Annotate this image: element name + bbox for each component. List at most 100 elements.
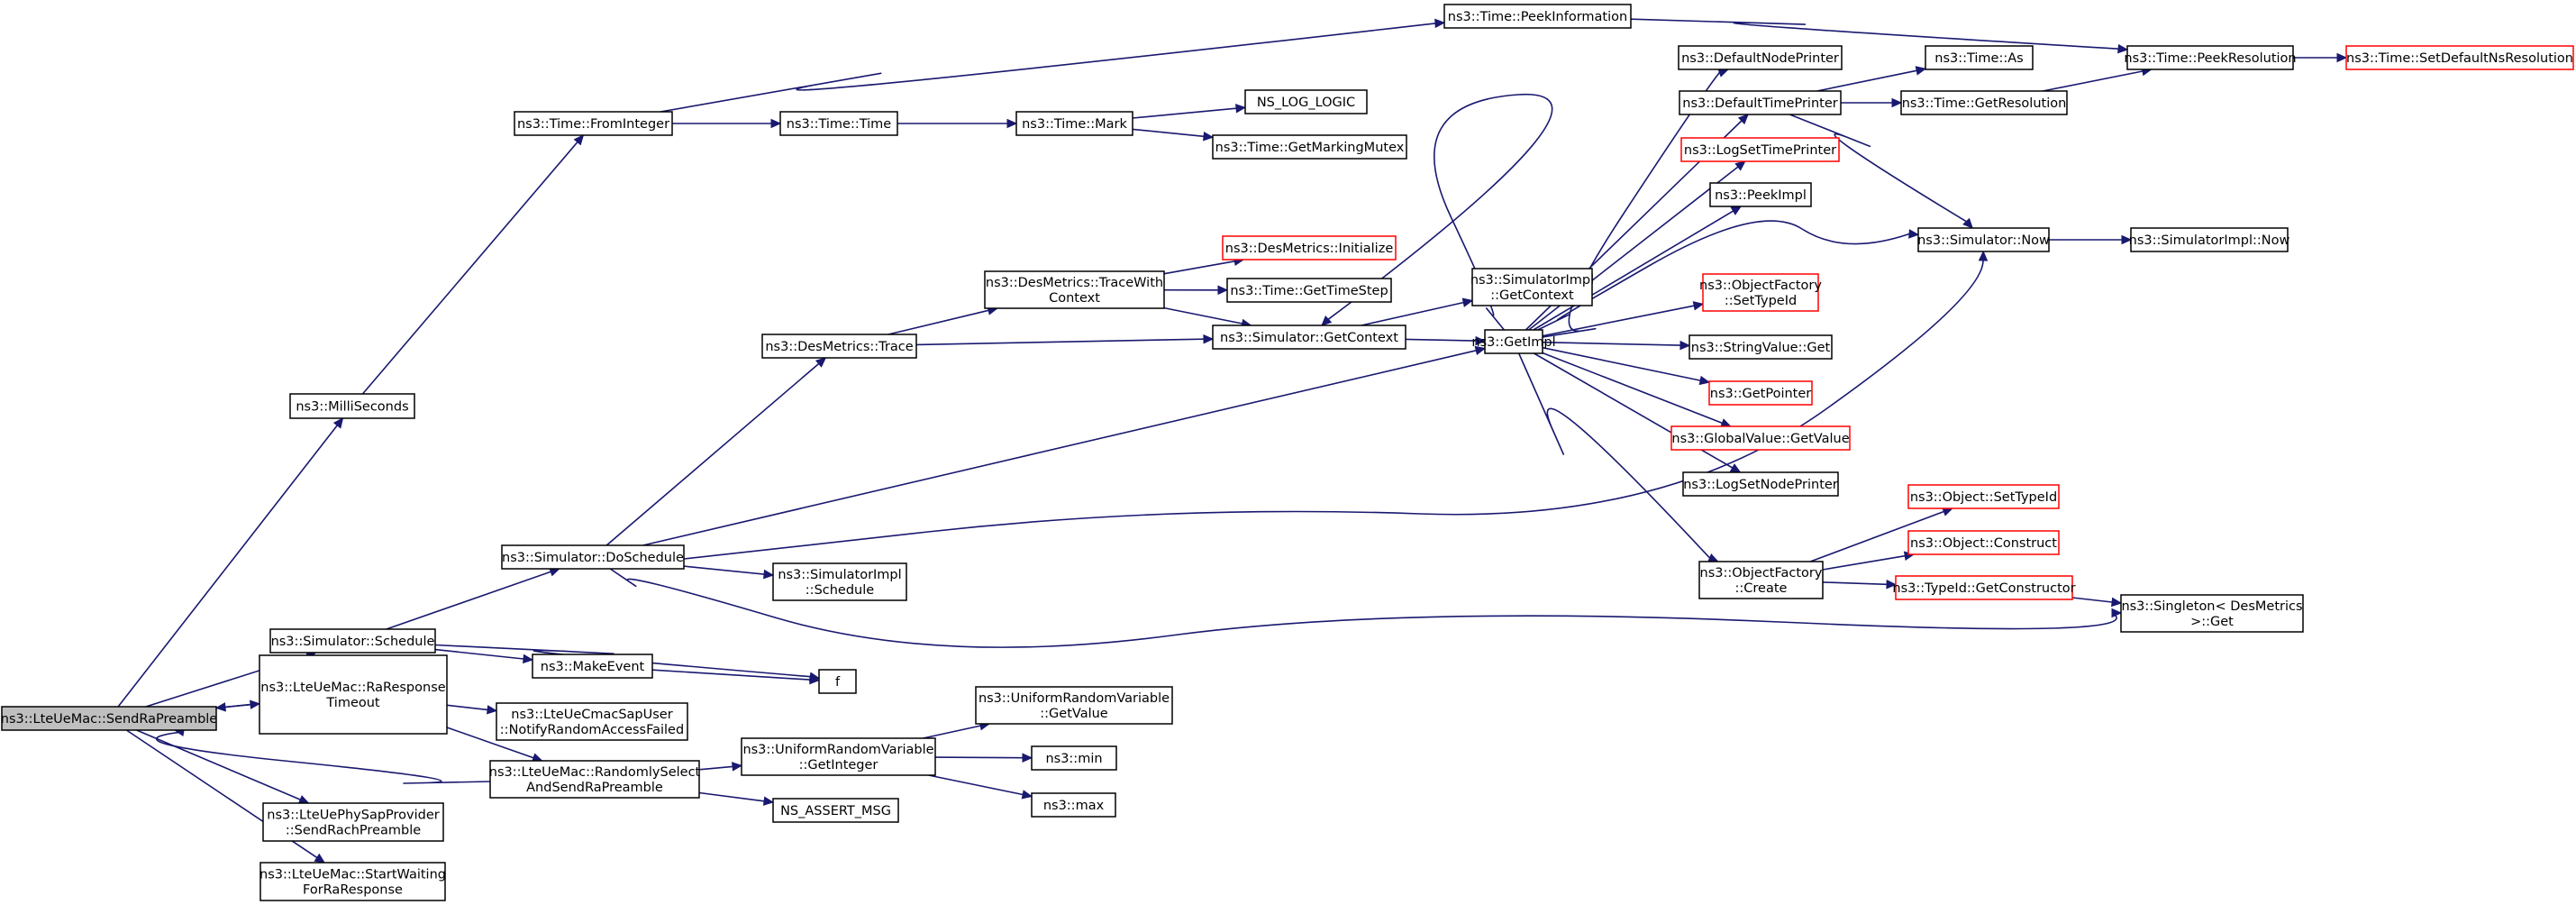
node-label: ns3::Time::SetDefaultNsResolution xyxy=(2346,51,2573,66)
graph-node-singleton[interactable]: ns3::Singleton< DesMetrics >::Get xyxy=(2120,594,2304,633)
graph-node-max[interactable]: ns3::max xyxy=(1031,792,1116,818)
graph-node-peekimpl[interactable]: ns3::PeekImpl xyxy=(1709,182,1812,207)
edge-arrowhead xyxy=(523,654,534,664)
node-label: ns3::LteUeMac::SendRaPreamble xyxy=(1,712,218,727)
edge-arrowhead xyxy=(1730,206,1743,215)
edge-arrowhead xyxy=(1734,160,1746,171)
edge-arrowhead xyxy=(1698,375,1711,386)
graph-node-destrace[interactable]: ns3::DesMetrics::Trace xyxy=(761,334,917,359)
graph-node-simnow[interactable]: ns3::Simulator::Now xyxy=(1917,227,2050,252)
graph-node-notify[interactable]: ns3::LteUeCmacSapUser::NotifyRandomAcces… xyxy=(496,702,688,741)
call-edge xyxy=(1361,297,1474,326)
node-label: ns3::DesMetrics::Initialize xyxy=(1225,242,1394,256)
graph-node-getimpl[interactable]: ns3::GetImpl xyxy=(1471,329,1556,354)
graph-node-implsched[interactable]: ns3::SimulatorImpl::Schedule xyxy=(772,562,907,601)
graph-node-getctor[interactable]: ns3::TypeId::GetConstructor xyxy=(1892,575,2076,600)
node-box xyxy=(741,737,936,776)
node-label: ns3::Singleton< DesMetrics xyxy=(2121,599,2302,614)
graph-node-objconstruct[interactable]: ns3::Object::Construct xyxy=(1907,530,2060,555)
graph-node-min[interactable]: ns3::min xyxy=(1031,745,1117,771)
node-box xyxy=(1226,278,1392,303)
graph-node-mark[interactable]: ns3::Time::Mark xyxy=(1015,111,1133,136)
graph-node-implnow[interactable]: ns3::SimulatorImpl::Now xyxy=(2129,227,2290,252)
edge-arrowhead xyxy=(1978,250,1989,261)
node-box xyxy=(1031,792,1116,818)
graph-node-implgetctx[interactable]: ns3::SimulatorImpl::GetContext xyxy=(1470,268,1594,306)
graph-node-dosched[interactable]: ns3::Simulator::DoSchedule xyxy=(501,544,685,570)
graph-node-peekinfo[interactable]: ns3::Time::PeekInformation xyxy=(1443,4,1632,29)
graph-node-desinit[interactable]: ns3::DesMetrics::Initialize xyxy=(1222,235,1397,261)
graph-node-logsetnode[interactable]: ns3::LogSetNodePrinter xyxy=(1682,471,1839,497)
edge-arrowhead xyxy=(1891,97,1903,108)
node-box xyxy=(2126,45,2294,70)
graph-node-getptr[interactable]: ns3::GetPointer xyxy=(1708,380,1813,406)
graph-node-strget[interactable]: ns3::StringValue::Get xyxy=(1689,334,1833,360)
node-label: ns3::Time::Time xyxy=(787,117,892,132)
graph-node-loglogic[interactable]: NS_LOG_LOGIC xyxy=(1244,89,1368,114)
call-edge xyxy=(1841,97,1903,108)
graph-node-send[interactable]: ns3::LteUeMac::SendRaPreamble xyxy=(1,706,218,731)
node-box xyxy=(259,862,446,901)
graph-node-getres[interactable]: ns3::Time::GetResolution xyxy=(1900,90,2068,115)
graph-node-uniget[interactable]: ns3::UniformRandomVariable::GetValue xyxy=(975,686,1173,725)
graph-node-f[interactable]: f xyxy=(818,669,857,694)
edge-arrowhead xyxy=(1434,18,1446,29)
node-label: ns3::max xyxy=(1043,799,1105,813)
node-layer: ns3::LteUeMac::SendRaPreamble ns3::MilliS… xyxy=(1,4,2574,901)
call-edge xyxy=(386,567,560,630)
graph-node-fromint[interactable]: ns3::Time::FromInteger xyxy=(514,111,673,136)
node-box xyxy=(761,334,917,359)
graph-node-logsettime[interactable]: ns3::LogSetTimePrinter xyxy=(1680,137,1840,162)
node-label: ns3::SimulatorImpl xyxy=(778,568,901,582)
call-edge xyxy=(1542,352,1732,428)
graph-node-gvget[interactable]: ns3::GlobalValue::GetValue xyxy=(1670,425,1851,451)
graph-node-makeevent[interactable]: ns3::MakeEvent xyxy=(532,654,653,679)
node-label: ns3::DesMetrics::TraceWith xyxy=(986,276,1163,290)
graph-node-timestep[interactable]: ns3::Time::GetTimeStep xyxy=(1226,278,1392,303)
edge-line xyxy=(605,362,820,546)
graph-node-simgetctx[interactable]: ns3::Simulator::GetContext xyxy=(1212,325,1406,350)
edge-arrowhead xyxy=(2111,608,2123,618)
call-edge xyxy=(672,118,782,129)
graph-node-defnode[interactable]: ns3::DefaultNodePrinter xyxy=(1678,45,1843,70)
graph-node-objsettype[interactable]: ns3::Object::SetTypeId xyxy=(1907,484,2060,509)
graph-node-milli[interactable]: ns3::MilliSeconds xyxy=(289,393,415,419)
graph-node-assert[interactable]: NS_ASSERT_MSG xyxy=(772,798,899,823)
graph-node-simsched[interactable]: ns3::Simulator::Schedule xyxy=(269,628,436,654)
graph-node-timeas[interactable]: ns3::Time::As xyxy=(1925,45,2034,70)
graph-node-phy[interactable]: ns3::LteUePhySapProvider::SendRachPreamb… xyxy=(262,802,444,842)
node-box xyxy=(1670,425,1851,451)
call-edge xyxy=(2049,234,2133,245)
edge-arrowhead xyxy=(1021,790,1033,800)
graph-node-timetime[interactable]: ns3::Time::Time xyxy=(779,111,898,136)
edge-line xyxy=(609,568,2117,648)
edge-line xyxy=(1361,301,1464,326)
node-label: ns3::Time::GetTimeStep xyxy=(1230,284,1388,298)
node-box xyxy=(984,270,1165,309)
graph-node-ofcreate[interactable]: ns3::ObjectFactory::Create xyxy=(1698,561,1824,599)
node-box xyxy=(1925,45,2034,70)
graph-node-setdefns[interactable]: ns3::Time::SetDefaultNsResolution xyxy=(2345,45,2574,70)
graph-node-deftime[interactable]: ns3::DefaultTimePrinter xyxy=(1679,90,1842,115)
call-edge xyxy=(1405,335,1487,346)
node-label: ns3::Simulator::Schedule xyxy=(271,635,435,649)
call-edge xyxy=(698,791,775,806)
node-label: NS_ASSERT_MSG xyxy=(780,804,891,818)
graph-node-mutex[interactable]: ns3::Time::GetMarkingMutex xyxy=(1212,134,1407,160)
call-edge xyxy=(1542,340,1691,351)
call-edge xyxy=(446,704,498,715)
node-label: f xyxy=(835,675,841,690)
edge-line xyxy=(1537,220,1910,331)
edge-arrowhead xyxy=(1475,335,1487,346)
edge-arrowhead xyxy=(770,118,782,129)
graph-node-ofsettype[interactable]: ns3::ObjectFactory::SetTypeId xyxy=(1699,273,1822,312)
node-box xyxy=(262,802,444,842)
edge-line xyxy=(1517,352,1711,559)
edge-line xyxy=(1630,18,2119,50)
graph-node-unigetint[interactable]: ns3::UniformRandomVariable::GetInteger xyxy=(741,737,936,776)
graph-node-peekres[interactable]: ns3::Time::PeekResolution xyxy=(2124,45,2297,70)
graph-node-randsel[interactable]: ns3::LteUeMac::RandomlySelectAndSendRaPr… xyxy=(489,760,701,799)
